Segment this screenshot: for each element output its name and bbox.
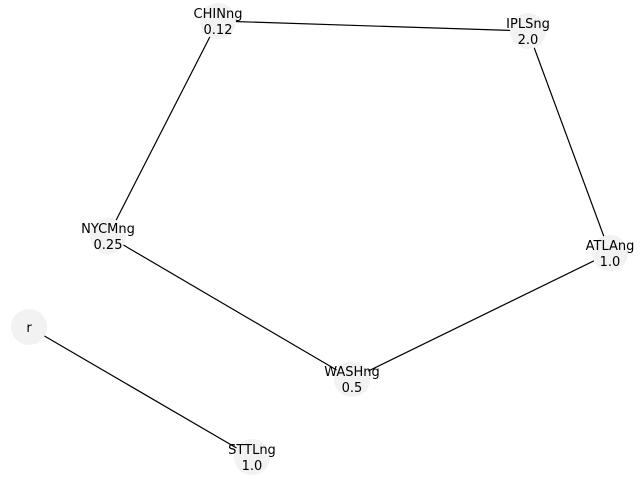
node-sttl-circle	[234, 439, 270, 475]
node-sttl-name: STTLng	[228, 443, 276, 458]
edge-ipls-atla	[527, 30, 611, 254]
node-wash-value: 0.5	[342, 381, 363, 396]
node-ipls-value: 2.0	[518, 33, 539, 48]
node-atla-value: 1.0	[600, 255, 621, 270]
node-wash-circle	[334, 361, 370, 397]
node-chin-circle	[200, 3, 236, 39]
node-wash[interactable]: WASHng 0.5	[324, 361, 380, 397]
node-chin-value: 0.12	[204, 23, 233, 38]
node-ipls[interactable]: IPLSng 2.0	[506, 13, 550, 49]
node-sttl[interactable]: STTLng 1.0	[228, 439, 276, 475]
edge-atla-wash	[351, 252, 611, 380]
node-atla[interactable]: ATLAng 1.0	[586, 235, 635, 271]
edge-nycm-wash	[107, 235, 353, 380]
node-chin[interactable]: CHINng 0.12	[194, 3, 243, 39]
node-ipls-name: IPLSng	[506, 17, 550, 32]
edge-r-sttl	[28, 326, 253, 458]
node-nycm-name: NYCMng	[81, 222, 135, 237]
node-atla-circle	[592, 235, 628, 271]
node-nycm[interactable]: NYCMng 0.25	[81, 218, 135, 254]
node-nycm-circle	[90, 218, 126, 254]
node-r-circle	[11, 309, 47, 345]
node-nycm-value: 0.25	[94, 238, 123, 253]
nodes-layer: CHINng 0.12 IPLSng 2.0 NYCMng 0.25 ATLAn…	[11, 3, 634, 475]
edges-layer	[28, 20, 611, 458]
node-r[interactable]: r	[11, 309, 47, 345]
node-atla-name: ATLAng	[586, 239, 635, 254]
node-ipls-circle	[510, 13, 546, 49]
node-chin-name: CHINng	[194, 7, 243, 22]
edge-chin-nycm	[107, 20, 219, 237]
node-r-name: r	[26, 321, 32, 336]
node-wash-name: WASHng	[324, 365, 380, 380]
edge-chin-ipls	[217, 20, 529, 32]
node-sttl-value: 1.0	[242, 459, 263, 474]
